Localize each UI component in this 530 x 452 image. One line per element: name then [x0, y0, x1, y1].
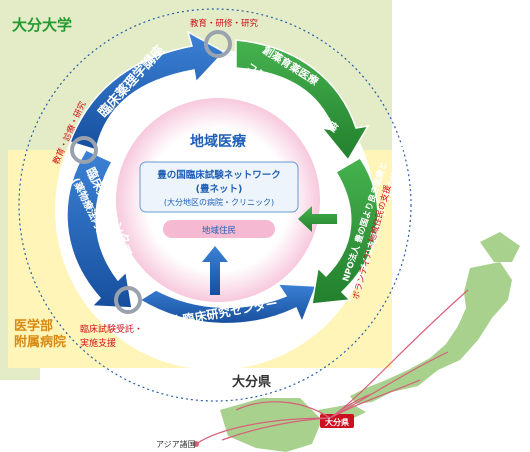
map-honshu: [350, 262, 512, 404]
up-arrow: [202, 246, 228, 295]
residents-box: [163, 220, 275, 238]
chain-link-left: [70, 136, 98, 164]
map-kyushu: [220, 398, 322, 452]
center-title: 地域医療: [190, 133, 247, 150]
chain-link-bottom: [114, 286, 142, 314]
network-line3: (大分地区の病院・クリニック): [164, 197, 274, 207]
oita-tag-label: 大分県: [325, 417, 349, 427]
asia-marker: [193, 441, 199, 447]
map-route-arrows: [195, 289, 469, 445]
chain-link-top: [204, 30, 232, 58]
asia-label: アジア諸国: [156, 439, 196, 449]
network-box: [139, 161, 299, 213]
network-line2: (豊ネット): [196, 183, 243, 195]
left-arrow: [298, 206, 337, 232]
hospital-label-line2: 附属病院: [14, 334, 66, 350]
arrow-npo: [311, 156, 379, 305]
japan-map: [193, 232, 520, 452]
university-label: 大分大学: [12, 16, 72, 34]
arrow-drug-development: [235, 39, 370, 162]
network-line1: 豊の国臨床試験ネットワーク: [157, 169, 281, 181]
edu-top-label: 教育・研修・研究: [190, 18, 259, 29]
prefecture-label: 大分県: [232, 374, 271, 390]
map-hokkaido: [480, 232, 520, 262]
trial-label-line1: 臨床試験受託・: [80, 323, 143, 335]
hospital-label-line1: 医学部: [14, 318, 53, 334]
arrow-research-center: [138, 283, 318, 325]
residents-label: 地域住民: [202, 225, 236, 236]
arrow-clinical-center: [66, 149, 133, 309]
dashed-orbit: [18, 8, 412, 402]
trial-label-line2: 実施支援: [80, 337, 116, 349]
